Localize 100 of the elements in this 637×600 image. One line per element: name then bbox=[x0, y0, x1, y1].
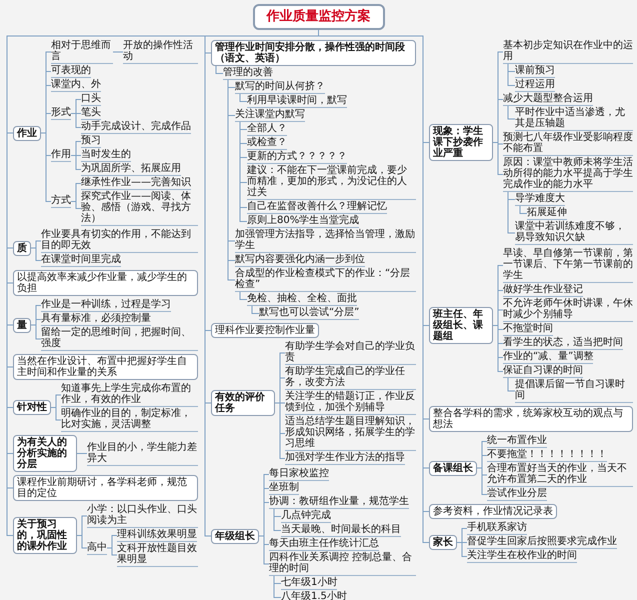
subtopic-text: 动手完成设计、完成作品 bbox=[81, 121, 191, 134]
subtopic-text: 提倡课后留一节自习课时间 bbox=[515, 379, 633, 403]
subtopic-text: 继承性作业——完善知识 bbox=[81, 177, 191, 190]
subtopic-text: 或检查？ bbox=[247, 137, 287, 150]
connector-line bbox=[274, 402, 286, 459]
subtopic-text: 做好学生作业登记 bbox=[503, 284, 583, 297]
subtopic-text: 可表现的 bbox=[51, 65, 91, 78]
subtopic-text: 自己在监督改善什么？理解记忆 bbox=[247, 201, 387, 214]
subtopic-text: 高中 bbox=[87, 542, 107, 554]
subtopic-text: 关注学生在校作业的时间 bbox=[467, 550, 577, 563]
subtopic-text: 合理布置好当天的作业，当天不允许布置第二天的作业 bbox=[487, 463, 633, 487]
subtopic-text: 全部人？ bbox=[247, 123, 287, 136]
subtopic-text: 知道事先上学生完成你布置的作业，有效的作业 bbox=[61, 383, 198, 407]
subtopic-text: 探究式作业——阅读、体验、感悟（游戏、寻找方法） bbox=[81, 191, 198, 226]
connector-line bbox=[240, 94, 248, 102]
subtopic-text: 减少大题型整合运用 bbox=[503, 93, 593, 106]
subtopic-text: 相对于思维而言 bbox=[51, 40, 113, 64]
branch-topic-box: 班主任、年级组长、课题组 bbox=[429, 307, 493, 344]
subtopic-text: 免检、抽检、全检、面批 bbox=[247, 293, 357, 306]
branch-topic-box: 备课组长 bbox=[429, 460, 477, 476]
subtopic-text: 尝试作业分层 bbox=[487, 488, 547, 501]
subtopic-text: 理科训练效果明显 bbox=[117, 529, 197, 542]
branch-topic-box: 参考资料，作业情况记录表 bbox=[429, 504, 557, 519]
subtopic-text: 文科开放性题目效果明显 bbox=[117, 543, 198, 567]
branch-topic-box: 作业 bbox=[13, 126, 41, 140]
branch-topic-box: 年级组长 bbox=[211, 528, 259, 544]
subtopic-text: 课前预习 bbox=[515, 65, 555, 78]
branch-topic-box: 家长 bbox=[429, 535, 457, 550]
subtopic-text: 不拖堂时间 bbox=[503, 323, 553, 336]
connector-line bbox=[240, 292, 248, 300]
connector-line bbox=[106, 548, 118, 556]
connector-line bbox=[274, 508, 282, 531]
root-topic-box: 作业质量监控方案 bbox=[252, 4, 384, 30]
branch-topic-box: 理科作业要控制作业量 bbox=[211, 323, 319, 338]
subtopic-text: 默写也可以尝试“分层” bbox=[259, 307, 360, 320]
subtopic-text: 原则上80%学生当堂完成 bbox=[247, 215, 360, 228]
subtopic-text: 原因：课堂中教师未将学生活动所得的能力水平提高于学生完成作业的能力水平 bbox=[503, 157, 633, 192]
connector-line bbox=[520, 206, 528, 214]
subtopic-text: 督促学生回家后按照要求完成作业 bbox=[467, 536, 617, 549]
subtopic-text: 小学：以口头作业、口头阅读为主 bbox=[87, 504, 198, 528]
subtopic-text: 每天由班主任作统计汇总 bbox=[269, 538, 379, 551]
subtopic-text: 坐班制 bbox=[269, 482, 299, 495]
subtopic-text: 加强对学生作业方法的指导 bbox=[285, 452, 405, 465]
connector-line bbox=[70, 155, 82, 170]
subtopic-text: 作业的“减、量”调整 bbox=[503, 351, 594, 364]
subtopic-text: 建议：不能在下一堂课前完成，要少而精准，更加的形式，为没记住的人过关 bbox=[247, 165, 416, 200]
branch-topic-box: 有效的评价任务 bbox=[211, 390, 275, 416]
subtopic-text: 作业要具有切实的作用，不能达到目的即无效 bbox=[41, 229, 198, 253]
subtopic-text: 预习 bbox=[81, 135, 101, 148]
subtopic-text: 利用早读课时间，默写 bbox=[247, 95, 347, 108]
subtopic-text: 具有量标准，必须控制量 bbox=[41, 313, 151, 326]
branch-topic-box: 为有关人的分析实施的分层 bbox=[13, 435, 77, 472]
connector-line bbox=[76, 453, 88, 454]
subtopic-text: 统一布置作业 bbox=[487, 435, 547, 448]
subtopic-text: 作业目的小，学生能力差异大 bbox=[87, 442, 198, 466]
connector-line bbox=[508, 378, 516, 392]
subtopic-text: 课堂内、外 bbox=[51, 79, 101, 92]
connector-line bbox=[70, 113, 82, 128]
subtopic-text: 导学难度大 bbox=[515, 193, 565, 206]
subtopic-text: 七年级1小时 bbox=[281, 577, 338, 590]
branch-topic-box: 课程作业前期研讨，各学科老师，规范目的定位 bbox=[13, 475, 198, 501]
subtopic-text: 过程运用 bbox=[515, 79, 555, 92]
connector-line bbox=[40, 132, 52, 202]
subtopic-text: 手机联系家访 bbox=[467, 522, 527, 535]
subtopic-text: 形式 bbox=[51, 107, 71, 120]
connector-line bbox=[70, 201, 82, 209]
subtopic-text: 作业是一种训练，过程是学习 bbox=[41, 299, 171, 312]
subtopic-text: 更新的方式？？？？？ bbox=[247, 151, 347, 164]
subtopic-text: 平时作业中适当渗透，尤其是压轴题 bbox=[515, 107, 633, 131]
subtopic-text: 保证自习课的时间 bbox=[503, 365, 583, 378]
subtopic-text: 不允许老师午休时讲课，午休时减少个别辅导 bbox=[503, 298, 633, 322]
subtopic-text: 关注学生的错题订正，作业反馈到位，加强个别辅导 bbox=[285, 391, 416, 415]
subtopic-text: 每日家校监控 bbox=[269, 468, 329, 481]
connector-line bbox=[492, 142, 504, 175]
connector-line bbox=[30, 324, 42, 340]
subtopic-text: 笔头 bbox=[81, 107, 101, 120]
subtopic-text: 预测七八年级作业受影响程度不能布置 bbox=[503, 132, 633, 156]
connector-line bbox=[76, 535, 88, 548]
subtopic-text: 基本初步定知识在作业中的运用 bbox=[503, 40, 633, 64]
connector-line bbox=[50, 407, 62, 420]
connector-line bbox=[456, 542, 468, 557]
connector-line bbox=[30, 248, 42, 261]
connector-line bbox=[508, 106, 516, 120]
branch-topic-box: 关于预习的，巩固性的课外作业 bbox=[13, 517, 77, 554]
subtopic-text: 课堂中若训练难度不够，易导致知识欠缺 bbox=[515, 221, 633, 245]
branch-topic-box: 管理作业时间安排分散，操作性强的时间段（语文、英语） bbox=[211, 40, 416, 66]
subtopic-text: 为巩固所学、拓展应用 bbox=[81, 163, 181, 176]
connector-line bbox=[476, 468, 488, 495]
subtopic-text: 口头 bbox=[81, 93, 101, 106]
connector-line bbox=[252, 306, 260, 314]
subtopic-text: 合成型的作业检查模式下的作业：“分层检查” bbox=[235, 268, 416, 292]
connector-line bbox=[508, 192, 516, 234]
subtopic-text: 关注课堂内默写 bbox=[235, 109, 305, 122]
subtopic-text: 明确作业的目的，制定标准，比对实施，灵活调整 bbox=[61, 408, 198, 432]
subtopic-text: 在课堂时间里完成 bbox=[41, 254, 121, 267]
subtopic-text: 适当总结学生题目理解知识，形成知识网络，拓展学生的学习思维 bbox=[285, 416, 416, 451]
subtopic-text: 几点钟完成 bbox=[281, 510, 331, 523]
branch-topic-box: 质 bbox=[13, 240, 31, 256]
subtopic-text: 作用 bbox=[51, 149, 71, 162]
subtopic-text: 有助学生完成自己的学业任务，改变方法 bbox=[285, 366, 416, 390]
